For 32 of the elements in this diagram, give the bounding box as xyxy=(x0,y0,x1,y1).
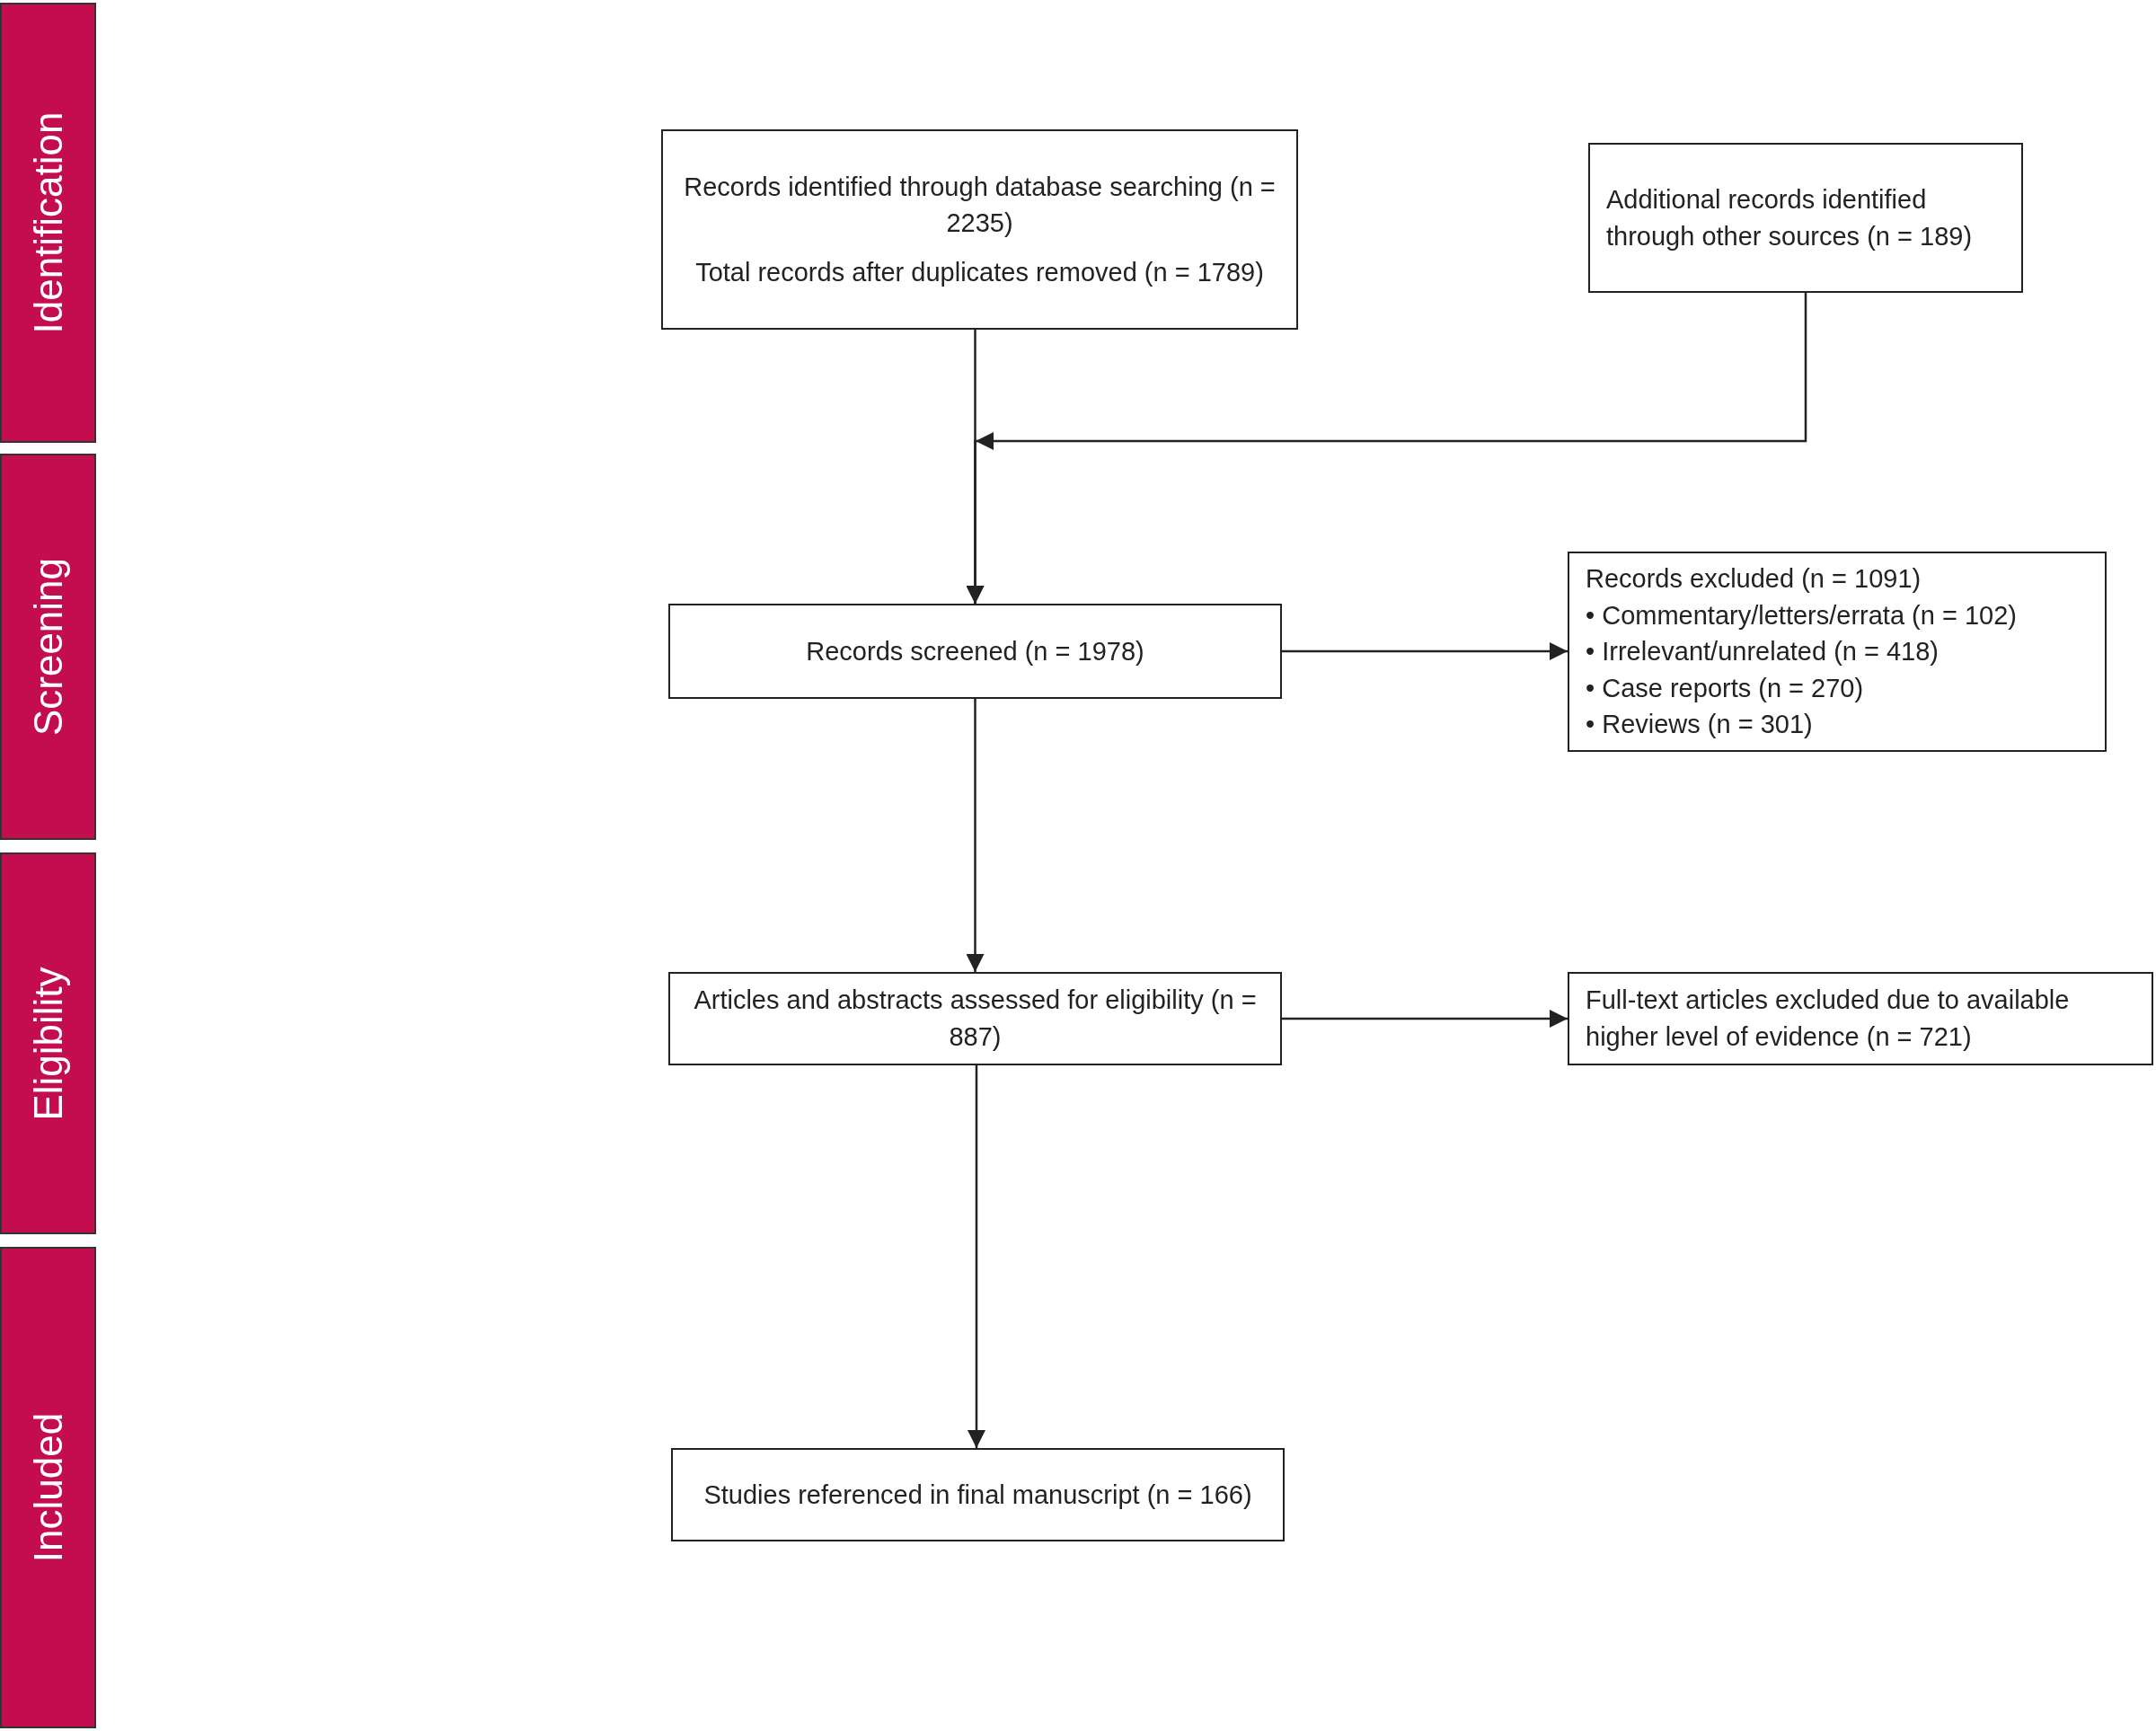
stage-band xyxy=(0,1247,96,1728)
box-text: Total records after duplicates removed (n = 1789) xyxy=(695,256,1264,288)
box-text: • Reviews (n = 301) xyxy=(1586,709,1814,741)
box-text: Studies referenced in final manuscript (n = 166) xyxy=(703,1479,1252,1511)
stage-label: Identification xyxy=(25,111,71,334)
process-box xyxy=(671,1448,1285,1541)
process-box xyxy=(1568,552,2107,752)
process-box xyxy=(661,129,1298,330)
stage-label: Included xyxy=(25,1412,71,1563)
box-text: • Commentary/letters/errata (n = 102) xyxy=(1586,599,2018,631)
process-box xyxy=(1568,972,2153,1065)
process-box xyxy=(1588,143,2023,293)
box-text: Records excluded (n = 1091) xyxy=(1586,563,1922,595)
process-box xyxy=(668,972,1282,1065)
stage-band xyxy=(0,454,96,840)
stage-label: Eligibility xyxy=(25,966,71,1121)
arrow xyxy=(1282,1010,1568,1028)
box-text: Records identified through database searching (n = 2235) xyxy=(683,171,1277,240)
box-text: Records screened (n = 1978) xyxy=(806,635,1144,667)
box-text: • Irrelevant/unrelated (n = 418) xyxy=(1586,636,1940,668)
box-text: Articles and abstracts assessed for eligibility (n = 887) xyxy=(693,985,1258,1053)
process-box xyxy=(668,604,1282,699)
stage-label: Screening xyxy=(25,557,71,737)
arrow xyxy=(966,699,985,972)
arrow xyxy=(968,1065,985,1448)
arrow xyxy=(1282,642,1568,660)
stage-band xyxy=(0,3,96,443)
box-text: Full-text articles excluded due to available higher level of evidence (n = 721) xyxy=(1586,985,2071,1053)
arrow xyxy=(966,293,1807,604)
box-text: Additional records identified through other sources (n = 189) xyxy=(1606,183,1974,252)
stage-band xyxy=(0,852,96,1234)
box-text: • Case reports (n = 270) xyxy=(1586,672,1865,704)
